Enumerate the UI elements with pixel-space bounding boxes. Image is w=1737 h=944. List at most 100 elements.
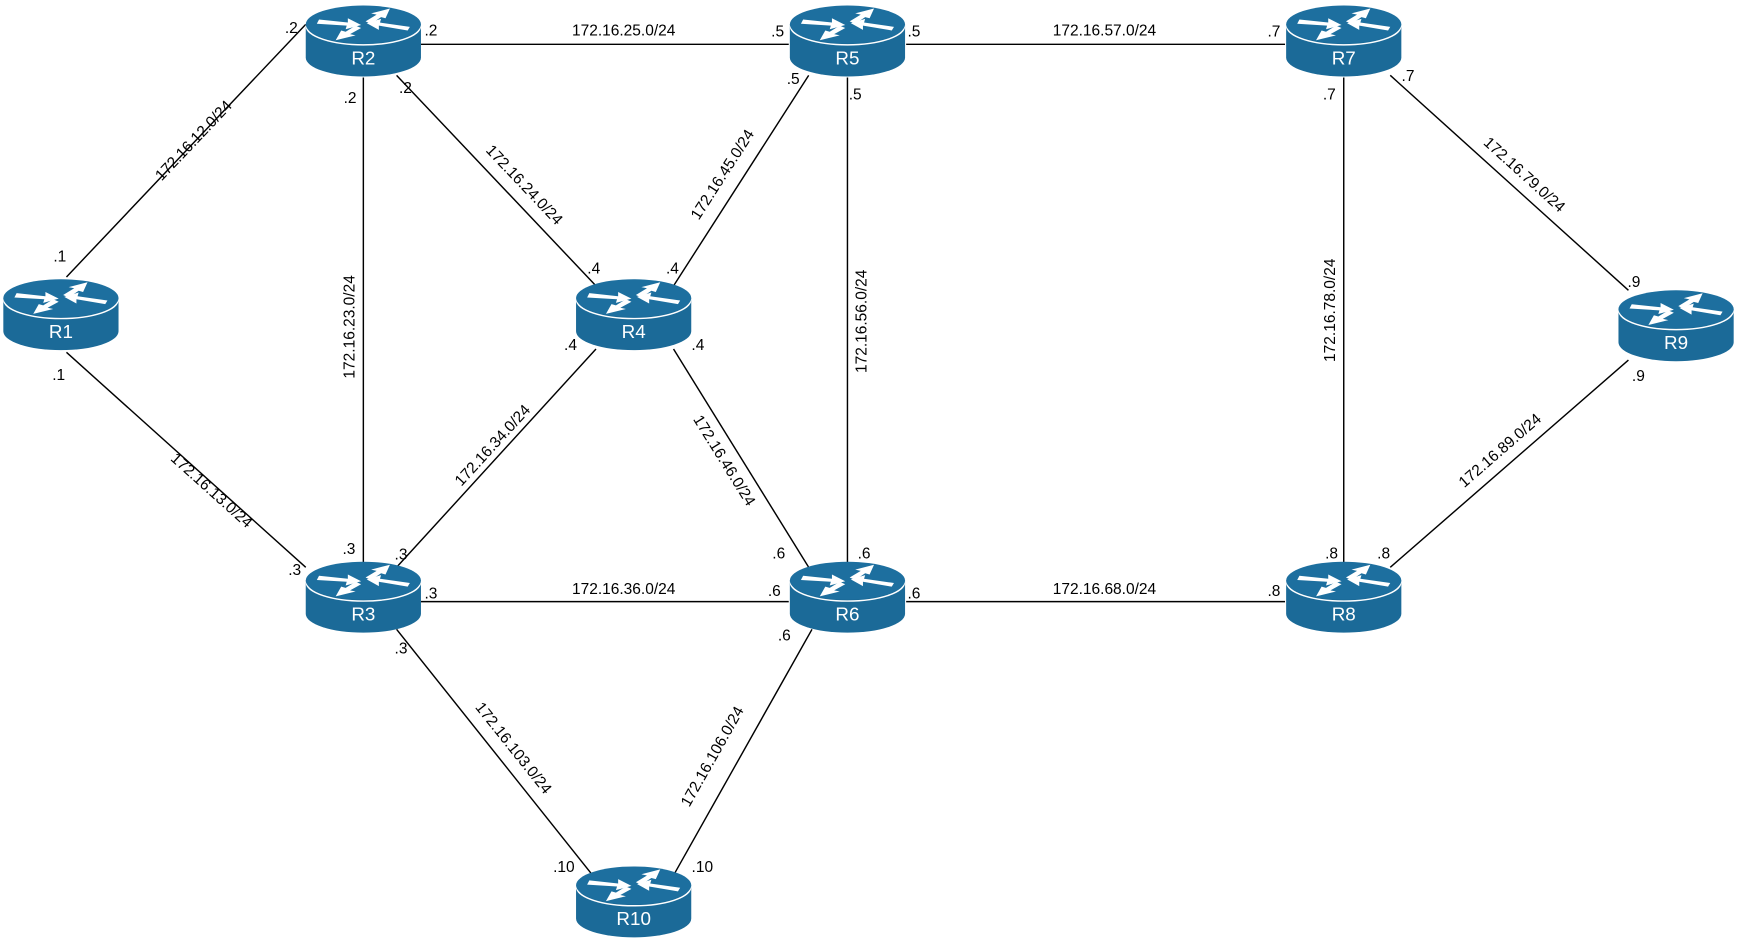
router-name: R5 bbox=[835, 47, 859, 68]
router-r3[interactable]: R3 bbox=[305, 561, 422, 633]
interface-ip-label: .8 bbox=[1377, 545, 1390, 562]
router-r10[interactable]: R10 bbox=[575, 866, 692, 938]
router-r6[interactable]: R6 bbox=[789, 561, 906, 633]
subnet-label: 172.16.79.0/24 bbox=[1480, 134, 1568, 216]
router-arrows-icon bbox=[316, 564, 410, 597]
router-name: R1 bbox=[49, 321, 73, 342]
subnet-label: 172.16.106.0/24 bbox=[678, 703, 748, 809]
interface-ip-label: .8 bbox=[1325, 545, 1338, 562]
interface-ip-label: .7 bbox=[1267, 24, 1280, 41]
router-name: R4 bbox=[622, 321, 646, 342]
router-arrows-icon bbox=[1297, 564, 1391, 597]
link-line bbox=[672, 348, 810, 568]
subnet-label: 172.16.25.0/24 bbox=[572, 22, 676, 39]
router-arrows-icon bbox=[587, 282, 681, 314]
link-line bbox=[396, 348, 597, 568]
link-r4-r5 bbox=[672, 74, 810, 287]
router-r9[interactable]: R9 bbox=[1618, 290, 1734, 362]
link-line bbox=[65, 351, 307, 568]
router-name: R6 bbox=[835, 603, 859, 624]
link-r1-r3 bbox=[65, 351, 307, 568]
interface-ip-label: .3 bbox=[395, 547, 408, 564]
router-arrows-icon bbox=[587, 869, 681, 902]
subnet-label: 172.16.46.0/24 bbox=[689, 412, 758, 509]
router-r2[interactable]: R2 bbox=[305, 5, 422, 77]
subnet-label: 172.16.103.0/24 bbox=[471, 699, 554, 797]
link-line bbox=[396, 628, 594, 876]
router-top bbox=[3, 279, 119, 317]
router-r8[interactable]: R8 bbox=[1285, 561, 1402, 633]
subnet-label: 172.16.13.0/24 bbox=[167, 450, 256, 532]
subnet-label: 172.16.12.0/24 bbox=[152, 97, 236, 184]
interface-ip-label: .3 bbox=[395, 641, 408, 658]
router-r1[interactable]: R1 bbox=[3, 279, 119, 351]
interface-ip-label: .5 bbox=[907, 24, 920, 41]
interface-ip-label: .7 bbox=[1323, 87, 1336, 104]
interface-ip-label: .7 bbox=[1402, 68, 1415, 85]
interface-ip-label: .5 bbox=[787, 71, 800, 88]
link-r8-r9 bbox=[1389, 359, 1629, 568]
router-top bbox=[789, 5, 906, 44]
router-top bbox=[789, 561, 906, 600]
router-top bbox=[1286, 5, 1402, 44]
router-top bbox=[305, 561, 421, 600]
interface-ip-label: .9 bbox=[1632, 368, 1645, 385]
subnet-label: 172.16.68.0/24 bbox=[1053, 581, 1157, 598]
router-arrows-icon bbox=[800, 8, 894, 41]
link-r1-r2 bbox=[65, 23, 307, 278]
interface-ip-label: .6 bbox=[858, 545, 871, 562]
links-layer bbox=[65, 23, 1629, 876]
router-r7[interactable]: R7 bbox=[1285, 5, 1402, 77]
labels-layer: 172.16.12.0/24.1.2172.16.13.0/24.1.3172.… bbox=[52, 20, 1645, 876]
router-name: R3 bbox=[351, 603, 375, 624]
subnet-label: 172.16.36.0/24 bbox=[572, 581, 676, 598]
interface-ip-label: .3 bbox=[342, 541, 355, 558]
router-top bbox=[1618, 290, 1734, 328]
router-name: R7 bbox=[1332, 47, 1356, 68]
subnet-label: 172.16.56.0/24 bbox=[853, 269, 870, 373]
router-arrows-icon bbox=[316, 8, 410, 41]
link-r2-r4 bbox=[396, 74, 597, 287]
link-r6-r10 bbox=[672, 628, 813, 876]
interface-ip-label: .4 bbox=[691, 337, 704, 354]
subnet-label: 172.16.57.0/24 bbox=[1053, 22, 1157, 39]
interface-ip-label: .9 bbox=[1628, 274, 1641, 291]
interface-ip-label: .3 bbox=[288, 562, 301, 579]
router-name: R8 bbox=[1332, 603, 1356, 624]
interface-ip-label: .6 bbox=[907, 585, 920, 602]
router-arrows-icon bbox=[1629, 293, 1723, 325]
router-top bbox=[305, 5, 421, 44]
interface-ip-label: .6 bbox=[772, 545, 785, 562]
link-r7-r9 bbox=[1389, 74, 1629, 291]
interface-ip-label: .4 bbox=[666, 261, 679, 278]
router-r5[interactable]: R5 bbox=[789, 5, 906, 77]
router-name: R9 bbox=[1664, 332, 1688, 353]
link-line bbox=[1389, 74, 1629, 291]
subnet-label: 172.16.23.0/24 bbox=[341, 275, 358, 379]
router-name: R10 bbox=[616, 908, 651, 929]
subnet-label: 172.16.34.0/24 bbox=[452, 401, 535, 489]
router-arrows-icon bbox=[1297, 8, 1391, 41]
link-r3-r10 bbox=[396, 628, 594, 876]
router-arrows-icon bbox=[14, 282, 108, 314]
router-top bbox=[576, 279, 692, 317]
interface-ip-label: .6 bbox=[768, 583, 781, 600]
subnet-label: 172.16.24.0/24 bbox=[482, 142, 566, 229]
interface-ip-label: .4 bbox=[587, 261, 600, 278]
interface-ip-label: .10 bbox=[692, 859, 714, 876]
router-top bbox=[576, 866, 692, 905]
subnet-label: 172.16.78.0/24 bbox=[1322, 258, 1339, 362]
link-r4-r6 bbox=[672, 348, 810, 568]
link-line bbox=[1389, 359, 1629, 568]
router-r4[interactable]: R4 bbox=[575, 279, 692, 351]
interface-ip-label: .2 bbox=[285, 20, 298, 37]
interface-ip-label: .1 bbox=[53, 248, 66, 265]
interface-ip-label: .8 bbox=[1267, 583, 1280, 600]
interface-ip-label: .5 bbox=[771, 24, 784, 41]
interface-ip-label: .5 bbox=[849, 87, 862, 104]
link-r3-r4 bbox=[396, 348, 597, 568]
router-top bbox=[1286, 561, 1402, 600]
interface-ip-label: .10 bbox=[553, 859, 575, 876]
